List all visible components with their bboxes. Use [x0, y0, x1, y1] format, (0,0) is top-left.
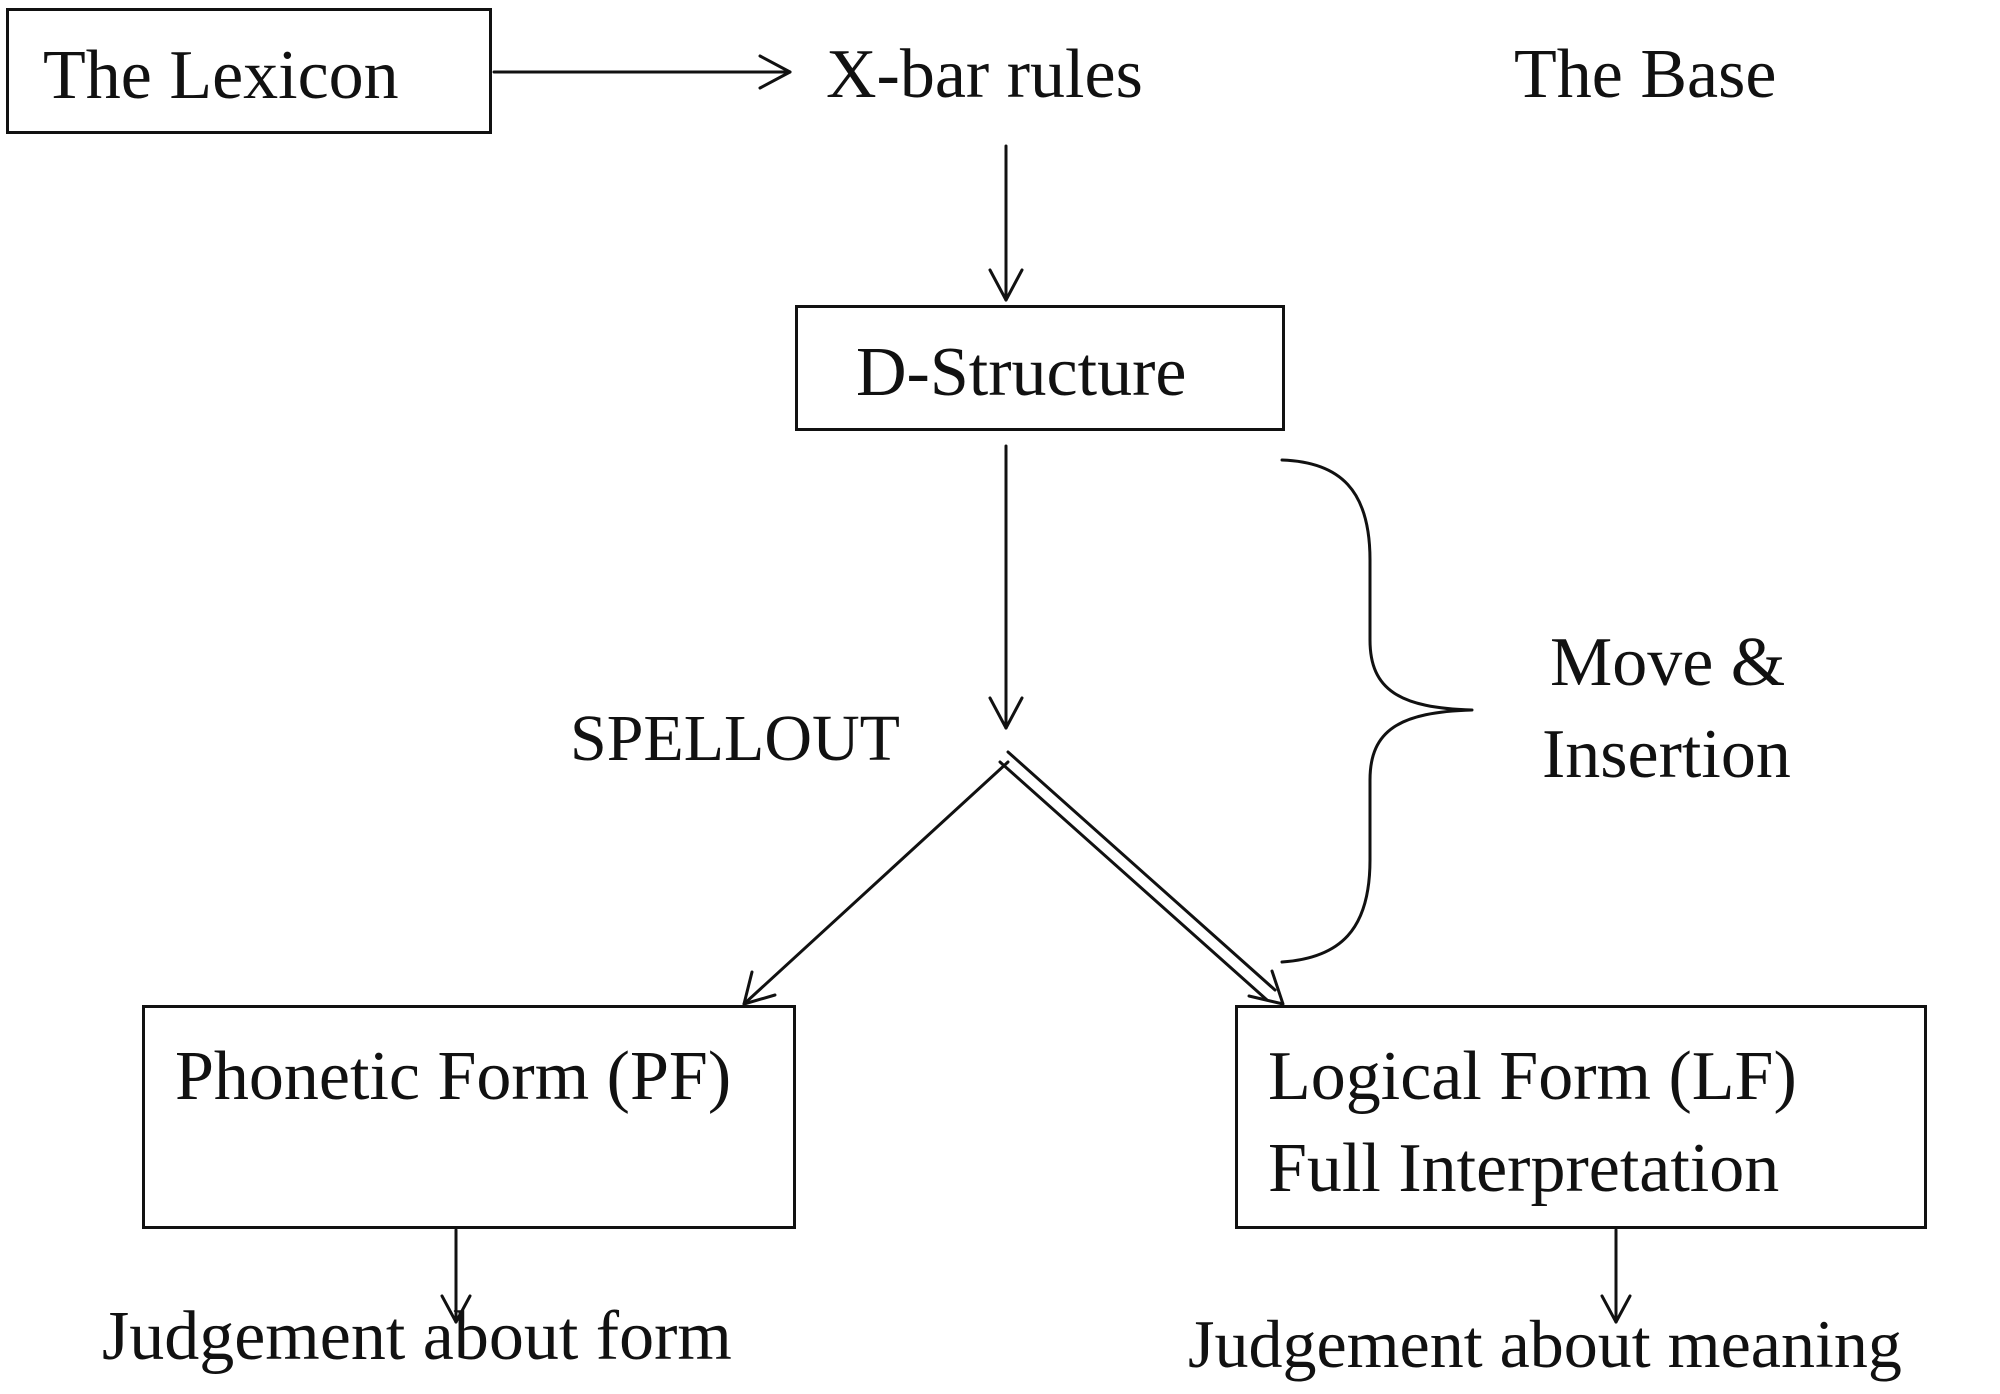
- pf-box: Phonetic Form (PF): [142, 1005, 796, 1229]
- judgement-form-label: Judgement about form: [102, 1298, 732, 1375]
- move-insertion-line1: Move &: [1550, 624, 1786, 701]
- arrow-pf-to-judgement: [440, 1228, 472, 1324]
- arrow-spellout-to-lf: [998, 750, 1285, 1006]
- arrow-lf-to-judgement: [1600, 1228, 1632, 1324]
- move-insertion-line2: Insertion: [1542, 716, 1791, 793]
- arrow-dstructure-to-spellout: [988, 444, 1024, 730]
- curly-brace: [1280, 458, 1474, 964]
- arrow-spellout-to-pf: [742, 760, 1010, 1006]
- lexicon-box: The Lexicon: [6, 8, 492, 134]
- lexicon-label: The Lexicon: [43, 37, 399, 114]
- lf-box: Logical Form (LF) Full Interpretation: [1235, 1005, 1927, 1229]
- the-base-label: The Base: [1514, 36, 1777, 113]
- dstructure-box: D-Structure: [795, 305, 1285, 431]
- spellout-label: SPELLOUT: [570, 702, 900, 775]
- lf-label-line1: Logical Form (LF): [1268, 1038, 1797, 1115]
- pf-label: Phonetic Form (PF): [175, 1038, 732, 1115]
- lf-label-line2: Full Interpretation: [1268, 1130, 1780, 1207]
- judgement-meaning-label: Judgement about meaning: [1188, 1306, 1902, 1382]
- dstructure-label: D-Structure: [856, 334, 1187, 411]
- arrow-lexicon-to-xbar: [492, 54, 792, 90]
- xbar-rules-label: X-bar rules: [826, 36, 1143, 113]
- arrow-xbar-to-dstructure: [988, 144, 1024, 302]
